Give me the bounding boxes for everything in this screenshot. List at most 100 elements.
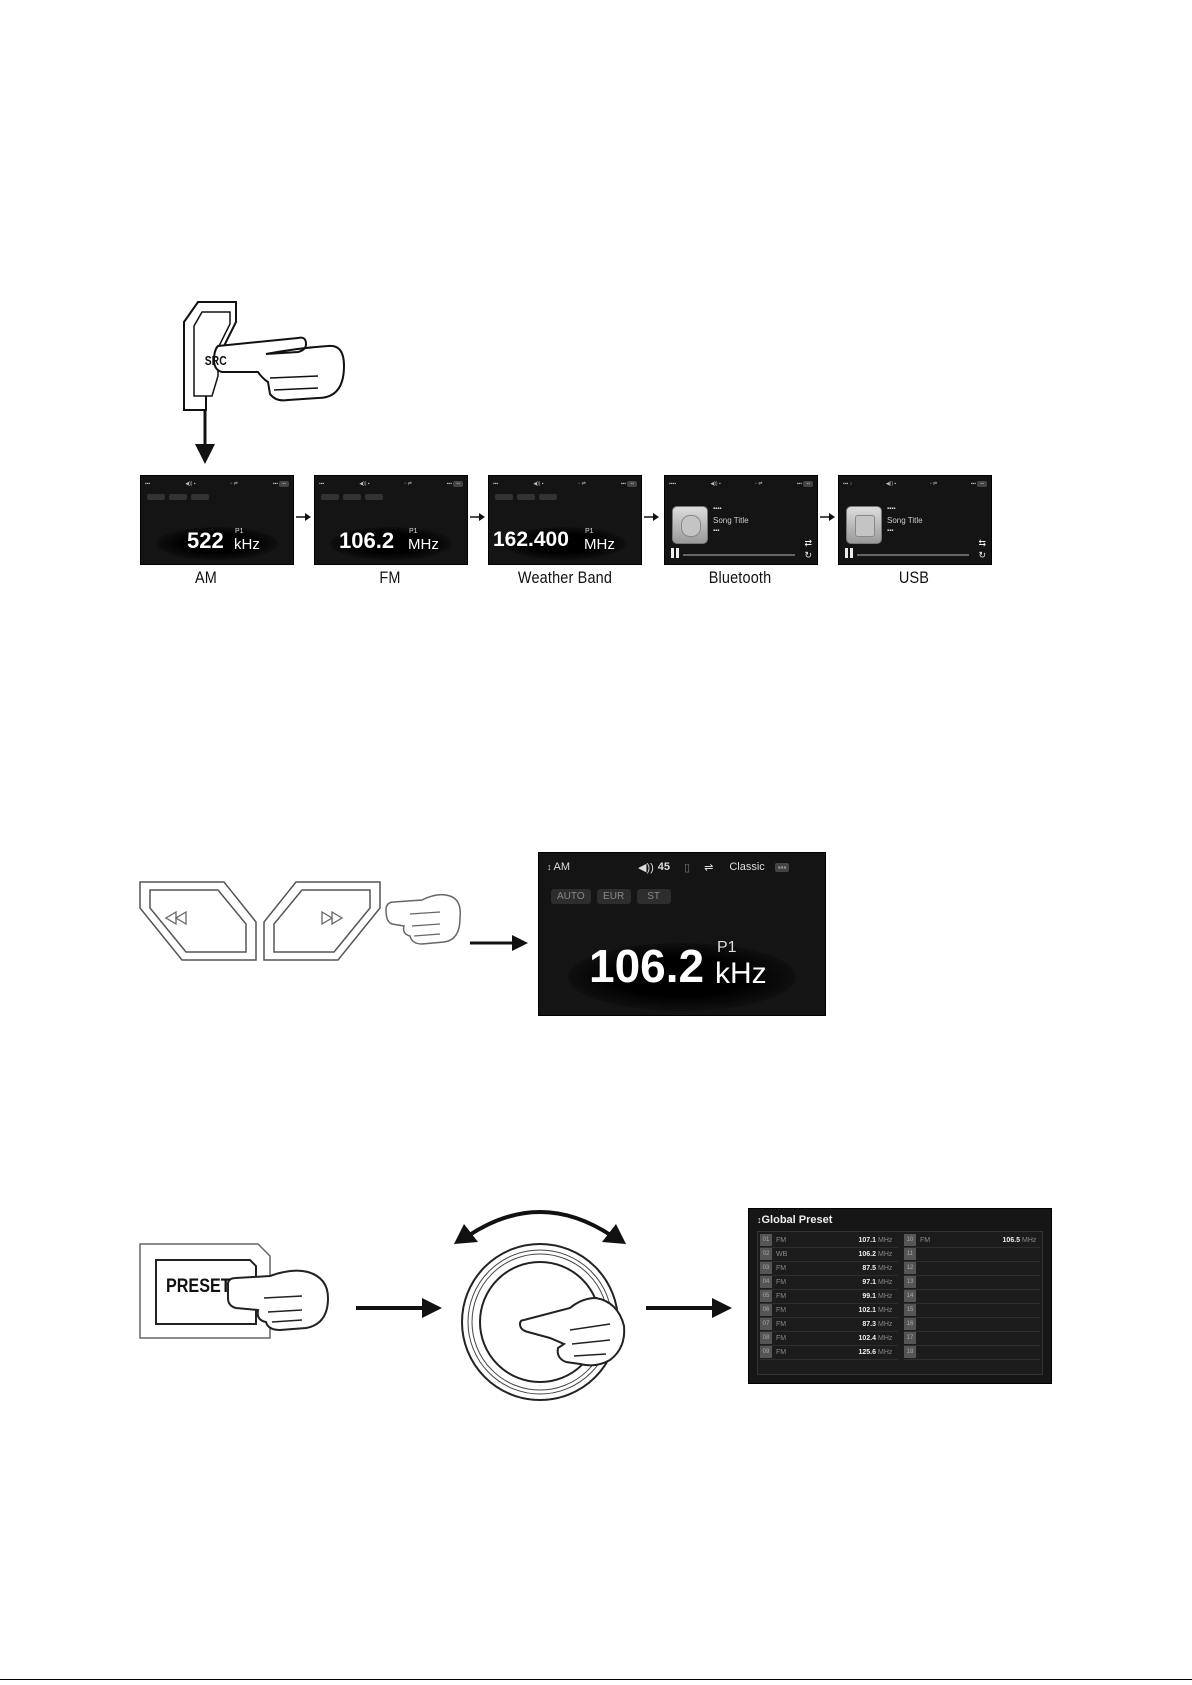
preset-band: FM xyxy=(776,1335,787,1342)
band-selector-icon[interactable]: ↕ xyxy=(547,862,552,872)
volume-level: 45 xyxy=(657,861,671,873)
preset-number: 13 xyxy=(904,1276,916,1288)
pause-icon[interactable] xyxy=(671,548,679,558)
preset-unit: MHz xyxy=(878,1307,893,1314)
preset-number: 01 xyxy=(760,1234,772,1246)
arrow-icon xyxy=(644,513,659,521)
usb-icon xyxy=(846,506,882,544)
preset-frequency: 87.3 xyxy=(862,1321,876,1328)
frequency-unit: kHz xyxy=(234,536,260,553)
preset-band: FM xyxy=(920,1237,931,1244)
pause-icon[interactable] xyxy=(845,548,853,558)
frequency: 106.2 xyxy=(339,528,395,553)
repeat-icon[interactable]: ↻ xyxy=(804,550,812,560)
preset-row[interactable]: 12 xyxy=(904,1262,1040,1276)
frequency: 522 xyxy=(187,528,224,553)
status-bar: ▪▪▪◀)) ▪▫ ⇌▪▪▪ ▪▪ xyxy=(145,479,289,489)
auto-button[interactable]: AUTO xyxy=(551,889,591,904)
rewind-button[interactable] xyxy=(138,878,258,964)
preset-number: 10 xyxy=(904,1234,916,1246)
preset-row[interactable]: 13 xyxy=(904,1276,1040,1290)
fast-forward-icon xyxy=(321,910,344,926)
caption-usb: USB xyxy=(898,568,930,587)
status-bar: ↕ AM ◀)) 45 ▯ ⇌ Classic ▪▪▪ xyxy=(547,859,817,875)
preset-row[interactable]: 16 xyxy=(904,1318,1040,1332)
preset-number: 08 xyxy=(760,1332,772,1344)
frequency-unit: kHz xyxy=(715,957,767,990)
band-selector-icon[interactable]: ↕ xyxy=(757,1215,762,1225)
status-bar: ▪▪▪▪◀)) ▪▫ ⇌▪▪▪ ▪▪ xyxy=(669,479,813,489)
caption-am: AM xyxy=(194,568,218,587)
preset-row[interactable]: 15 xyxy=(904,1304,1040,1318)
preset-unit: MHz xyxy=(878,1279,893,1286)
preset-index: P1 xyxy=(717,939,737,956)
preset-row[interactable]: 17 xyxy=(904,1332,1040,1346)
shuffle-icon[interactable]: ⇆ xyxy=(978,538,986,548)
preset-unit: MHz xyxy=(878,1349,893,1356)
screen-usb: ▪▪▪ ↕◀)) ▪▫ ⇌▪▪▪ ▪▪ ▪▪▪▪ Song Title ▪▪▪ … xyxy=(838,475,992,565)
hand-pointer-icon xyxy=(385,893,462,945)
preset-number: 03 xyxy=(760,1262,772,1274)
preset-frequency: 97.1 xyxy=(862,1279,876,1286)
src-button-label[interactable]: SRC xyxy=(204,353,227,368)
preset-band: FM xyxy=(776,1237,787,1244)
preset-frequency: 99.1 xyxy=(862,1293,876,1300)
preset-number: 12 xyxy=(904,1262,916,1274)
stereo-button[interactable]: ST xyxy=(636,889,671,904)
frequency-unit: MHz xyxy=(408,536,439,553)
region-button[interactable]: EUR xyxy=(596,889,631,904)
knob-diagram xyxy=(454,1210,626,1401)
preset-band: WB xyxy=(776,1251,788,1258)
preset-unit: MHz xyxy=(878,1251,893,1258)
preset-index: P1 xyxy=(585,528,594,535)
arrow-icon xyxy=(296,513,311,521)
preset-band: FM xyxy=(776,1293,787,1300)
preset-frequency: 106.5 xyxy=(1002,1237,1020,1244)
preset-band: FM xyxy=(776,1279,787,1286)
status-bar: ▪▪▪ ↕◀)) ▪▫ ⇌▪▪▪ ▪▪ xyxy=(843,479,987,489)
preset-unit: MHz xyxy=(878,1335,893,1342)
preset-button-diagram xyxy=(139,1243,330,1339)
preset-number: 15 xyxy=(904,1304,916,1316)
screen-am: ▪▪▪◀)) ▪▫ ⇌▪▪▪ ▪▪ 522 P1 kHz xyxy=(140,475,294,565)
volume-icon: ◀)) xyxy=(638,861,654,874)
preset-title: ↕Global Preset xyxy=(757,1214,833,1226)
preset-number: 14 xyxy=(904,1290,916,1302)
src-button-diagram xyxy=(183,301,346,464)
preset-number: 06 xyxy=(760,1304,772,1316)
screen-tuning: ↕ AM ◀)) 45 ▯ ⇌ Classic ▪▪▪ AUTO EUR ST … xyxy=(538,852,826,1016)
screen-bluetooth: ▪▪▪▪◀)) ▪▫ ⇌▪▪▪ ▪▪ ▪▪▪▪ Song Title ▪▪▪ ⇄… xyxy=(664,475,818,565)
eq-label[interactable]: Classic xyxy=(729,861,765,873)
rewind-icon xyxy=(164,910,187,926)
screen-weather-band: ▪▪▪◀)) ▪▫ ⇌▪▪▪ ▪▪ 162.400 P1 MHz xyxy=(488,475,642,565)
preset-index: P1 xyxy=(235,528,244,535)
preset-number: 16 xyxy=(904,1318,916,1330)
preset-unit: MHz xyxy=(878,1321,893,1328)
preset-button-label[interactable]: PRESET xyxy=(166,1276,231,1297)
preset-band: FM xyxy=(776,1349,787,1356)
repeat-icon[interactable]: ↻ xyxy=(978,550,986,560)
preset-row[interactable]: 14 xyxy=(904,1290,1040,1304)
preset-number: 17 xyxy=(904,1332,916,1344)
preset-row[interactable]: 18 xyxy=(904,1346,1040,1360)
preset-row[interactable]: 11 xyxy=(904,1248,1040,1262)
preset-frequency: 125.6 xyxy=(858,1349,876,1356)
shuffle-icon[interactable]: ⇄ xyxy=(804,538,812,548)
fast-forward-button[interactable] xyxy=(262,878,382,964)
preset-band: FM xyxy=(776,1307,787,1314)
track-title: Song Title xyxy=(713,516,749,525)
clock-chip: ▪▪▪ xyxy=(774,862,790,872)
